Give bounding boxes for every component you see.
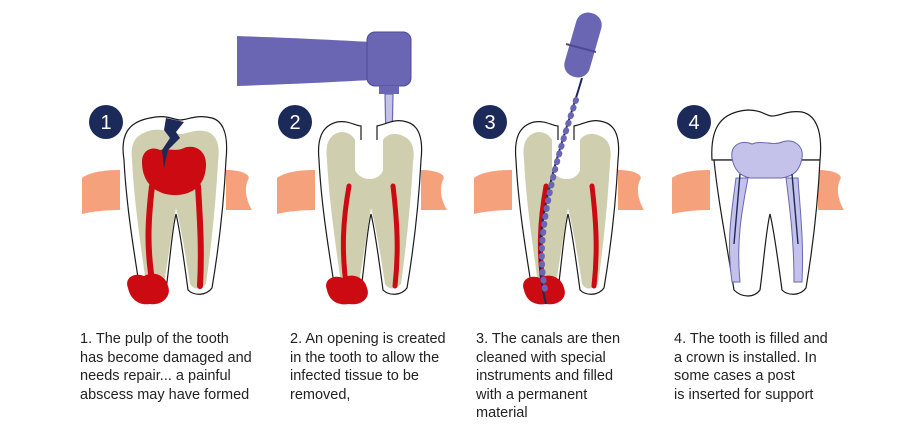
step-1-panel: 1 1. The pulp of the tooth has become da… xyxy=(80,0,280,438)
gum-left xyxy=(277,170,315,214)
post-left xyxy=(733,173,741,245)
step-2-badge xyxy=(278,105,312,139)
post-right xyxy=(791,173,799,245)
gum-right xyxy=(421,170,447,210)
step-4-badge xyxy=(677,105,711,139)
step-1-badge xyxy=(89,105,123,139)
drill-head-ring xyxy=(379,86,399,94)
step-3-panel: 3 3. The canals are then cleaned with sp… xyxy=(470,0,670,438)
file-instrument-grip xyxy=(565,43,597,53)
step-4-caption: 4. The tooth is filled and a crown is in… xyxy=(674,331,828,403)
step-1-caption: 1. The pulp of the tooth has become dama… xyxy=(80,331,252,403)
step-2-caption: 2. An opening is created in the tooth to… xyxy=(290,331,446,403)
drill-handle xyxy=(237,36,371,86)
filled-canal-right xyxy=(785,177,804,283)
root-canal-right xyxy=(195,183,204,289)
root-canal-right xyxy=(589,183,599,289)
decay-crack xyxy=(162,118,184,168)
abscess xyxy=(326,275,368,305)
tooth-dentin xyxy=(326,132,414,289)
filled-canal-left xyxy=(728,177,749,283)
step-1-illustration: 1 xyxy=(82,105,252,305)
file-instrument-dots xyxy=(538,97,579,297)
gum-right xyxy=(618,170,644,210)
step-2-illustration: 2 xyxy=(237,31,447,305)
step-2-panel: 2 2. An opening is created in the tooth … xyxy=(237,0,475,438)
gum-left xyxy=(474,170,512,214)
step-4-number: 4 xyxy=(688,112,699,134)
access-cavity xyxy=(355,140,383,179)
step-3-illustration: 3 xyxy=(473,12,644,305)
drill-head xyxy=(366,31,412,87)
filling-core xyxy=(731,140,803,179)
step-3-badge xyxy=(473,105,507,139)
gum-left xyxy=(82,170,120,214)
gum-right xyxy=(226,170,252,210)
file-instrument-shaft xyxy=(538,77,583,305)
step-3-number: 3 xyxy=(484,112,495,134)
gum-right xyxy=(818,170,844,210)
pulp-chamber xyxy=(142,146,206,195)
step-3-caption: 3. The canals are then cleaned with spec… xyxy=(476,331,621,422)
abscess xyxy=(127,273,169,305)
root-canal-right xyxy=(390,183,400,289)
step-4-illustration: 4 xyxy=(672,105,844,297)
step-4-panel: 4 4. The tooth is filled and a crown is … xyxy=(670,0,870,438)
gum-left xyxy=(672,170,710,214)
step-2-number: 2 xyxy=(289,112,300,134)
tooth-dentin xyxy=(523,132,611,289)
step-1-number: 1 xyxy=(100,112,111,134)
file-instrument-handle xyxy=(564,12,602,78)
